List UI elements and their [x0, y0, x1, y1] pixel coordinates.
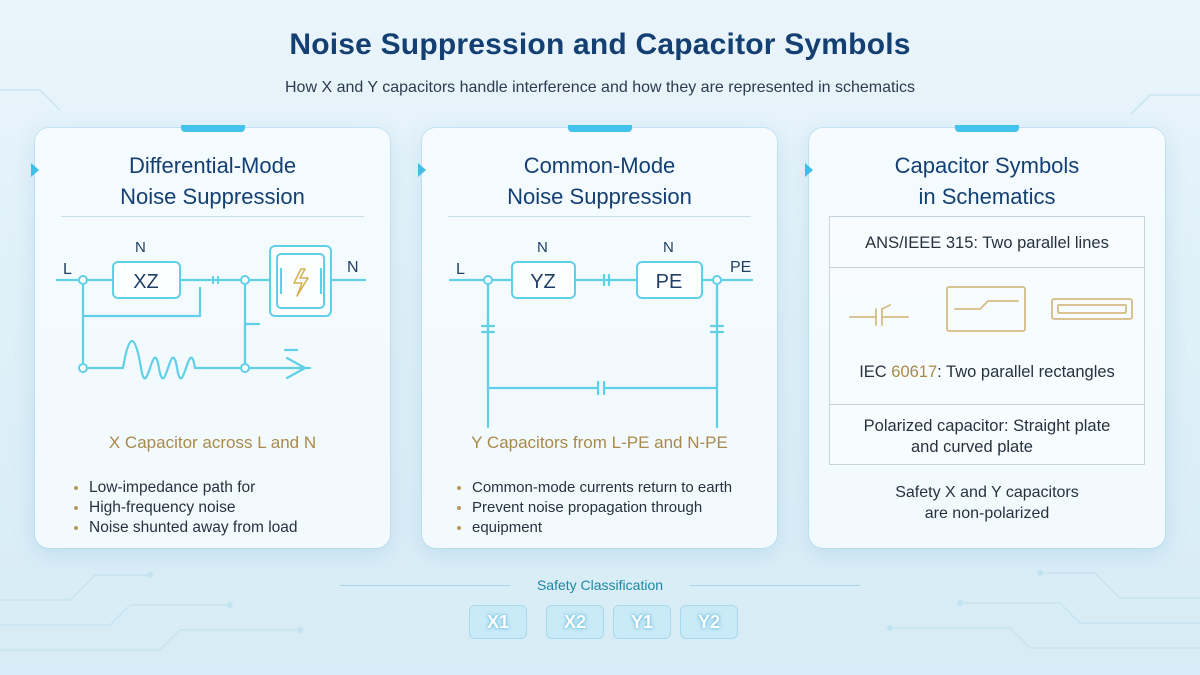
card-tab-accent — [180, 125, 245, 132]
page-subtitle: How X and Y capacitors handle interferen… — [285, 79, 915, 96]
card-arrow-icon — [31, 163, 39, 177]
ansi-ieee-315-label: ANS/IEEE 315: Two parallel lines — [865, 234, 1109, 252]
common-mode-circuit-diagram: L N N PE YZ PE — [448, 239, 754, 428]
list-item: High-frequency noise — [73, 498, 298, 518]
label-l: L — [456, 261, 465, 278]
label-pe: PE — [730, 259, 751, 276]
card-title-line1: Common-Mode — [523, 153, 676, 178]
note-line1: Safety X and Y capacitors — [895, 484, 1079, 501]
differential-mode-circuit-diagram: L N N XZ — [55, 239, 367, 380]
card-capacitor-symbols: Capacitor Symbols in Schematics ANS/IEEE… — [805, 125, 1165, 548]
list-item: Common-mode currents return to earth — [456, 478, 732, 498]
card-title-line2: Noise Suppression — [507, 184, 692, 209]
card-arrow-icon — [418, 163, 426, 177]
row-divider — [830, 267, 1144, 268]
iec-number: 60617 — [891, 363, 938, 381]
card-arrow-icon — [805, 163, 813, 177]
card-title: Differential-Mode Noise Suppression — [35, 150, 390, 212]
iec-suffix: : Two parallel rectangles — [937, 363, 1115, 381]
card-title-line1: Differential-Mode — [128, 153, 297, 178]
polarized-capacitor-label: Polarized capacitor: Straight plate and … — [830, 416, 1144, 458]
pe-box-label: PE — [656, 271, 683, 293]
card-common-mode: Common-Mode Noise Suppression L N N PE Y… — [418, 125, 777, 548]
badge-x1: X1 — [469, 605, 527, 639]
safety-divider-left — [340, 585, 510, 586]
bullet-list: Low-impedance path for High-frequency no… — [73, 478, 298, 538]
card-tab-accent — [567, 125, 632, 132]
safety-divider-right — [690, 585, 860, 586]
card-caption: Y Capacitors from L-PE and N-PE — [471, 433, 728, 452]
card-title: Common-Mode Noise Suppression — [422, 150, 777, 212]
card-caption: X Capacitor across L and N — [108, 433, 317, 452]
iec-prefix: IEC — [859, 363, 892, 381]
card-title-line2: Noise Suppression — [120, 184, 305, 209]
label-l: L — [63, 261, 72, 278]
card-title: Capacitor Symbols in Schematics — [809, 150, 1165, 212]
card-title-line1: Capacitor Symbols — [894, 153, 1080, 178]
safety-classification-label: Safety Classification — [536, 577, 664, 593]
badge-x2: X2 — [546, 605, 604, 639]
badge-y2: Y2 — [680, 605, 738, 639]
row-divider — [830, 404, 1144, 405]
list-item: Noise shunted away from load — [73, 518, 298, 538]
card-divider — [448, 216, 751, 217]
list-item: Prevent noise propagation through — [456, 498, 732, 518]
label-n-right: N — [347, 259, 359, 276]
page-title: Noise Suppression and Capacitor Symbols — [289, 28, 911, 61]
list-item: equipment — [456, 518, 732, 538]
iec-60617-label: IEC 60617: Two parallel rectangles — [830, 363, 1144, 382]
note-line2: are non-polarized — [924, 505, 1050, 522]
x-capacitor-box-label: XZ — [133, 271, 159, 293]
polarized-line2: and curved plate — [910, 438, 1033, 456]
card-divider — [61, 216, 364, 217]
capacitor-symbols-illustration — [849, 286, 1133, 332]
polarized-line1: Polarized capacitor: Straight plate — [863, 417, 1111, 435]
non-polarized-note: Safety X and Y capacitors are non-polari… — [809, 482, 1165, 524]
label-n-top: N — [135, 239, 146, 256]
label-n1: N — [537, 239, 548, 256]
list-item: Low-impedance path for — [73, 478, 298, 498]
badge-y1: Y1 — [613, 605, 671, 639]
card-title-line2: in Schematics — [918, 184, 1056, 209]
card-tab-accent — [955, 125, 1019, 132]
symbol-standards-box: ANS/IEEE 315: Two parallel lines IEC 606… — [829, 216, 1145, 465]
bullet-list: Common-mode currents return to earth Pre… — [456, 478, 732, 538]
label-n2: N — [663, 239, 674, 256]
y-capacitor-box-label: YZ — [530, 271, 556, 293]
card-differential-mode: Differential-Mode Noise Suppression — [31, 125, 390, 548]
